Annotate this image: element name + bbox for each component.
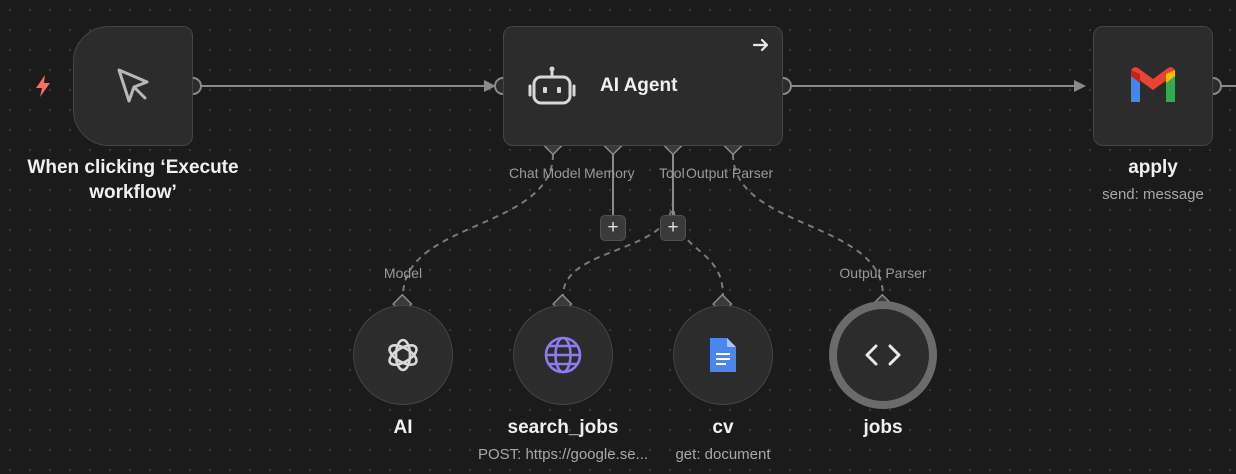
ai-model-node[interactable] xyxy=(353,305,453,405)
search-jobs-subtitle: POST: https://google.se... xyxy=(477,446,649,463)
add-memory-button[interactable]: + xyxy=(600,215,626,241)
arrowhead-agent-input xyxy=(484,80,496,92)
gmail-node[interactable] xyxy=(1093,26,1213,146)
connection-model-to-chatmodel[interactable] xyxy=(402,153,554,297)
port-label-chat-model: Chat Model xyxy=(509,165,581,181)
gmail-subtitle: send: message xyxy=(1102,186,1204,203)
connection-tool-to-search[interactable] xyxy=(562,199,674,297)
robot-icon xyxy=(528,66,576,106)
port-label-output-parser: Output Parser xyxy=(686,165,774,181)
arrow-right-icon[interactable] xyxy=(752,37,770,58)
search-jobs-node[interactable] xyxy=(513,305,613,405)
cursor-pointer-icon xyxy=(111,64,155,108)
ai-agent-title: AI Agent xyxy=(600,75,678,96)
ai-agent-node[interactable]: AI Agent xyxy=(503,26,783,146)
code-brackets-icon xyxy=(863,341,903,369)
connection-parser-to-jobs[interactable] xyxy=(732,153,884,297)
jobs-parser-node[interactable] xyxy=(829,301,937,409)
port-label-jobs-output-parser: Output Parser xyxy=(839,265,927,281)
cv-node[interactable] xyxy=(673,305,773,405)
trigger-bolt-icon xyxy=(33,74,53,98)
cv-subtitle: get: document xyxy=(675,446,771,463)
arrowhead-gmail-input xyxy=(1074,80,1086,92)
openai-icon xyxy=(383,335,423,375)
google-docs-icon xyxy=(708,336,738,374)
cv-title: cv xyxy=(712,417,734,438)
trigger-node[interactable] xyxy=(73,26,193,146)
add-tool-button[interactable]: + xyxy=(660,215,686,241)
search-jobs-title: search_jobs xyxy=(507,417,619,438)
gmail-title: apply xyxy=(1128,157,1178,178)
jobs-title: jobs xyxy=(863,417,903,438)
port-label-memory: Memory xyxy=(584,165,635,181)
globe-icon xyxy=(542,334,584,376)
ai-model-title: AI xyxy=(393,417,413,438)
port-label-tool: Tool xyxy=(659,165,685,181)
trigger-title: When clicking ‘Execute workflow’ xyxy=(27,157,239,203)
gmail-icon xyxy=(1128,66,1178,106)
port-label-model: Model xyxy=(383,265,423,281)
